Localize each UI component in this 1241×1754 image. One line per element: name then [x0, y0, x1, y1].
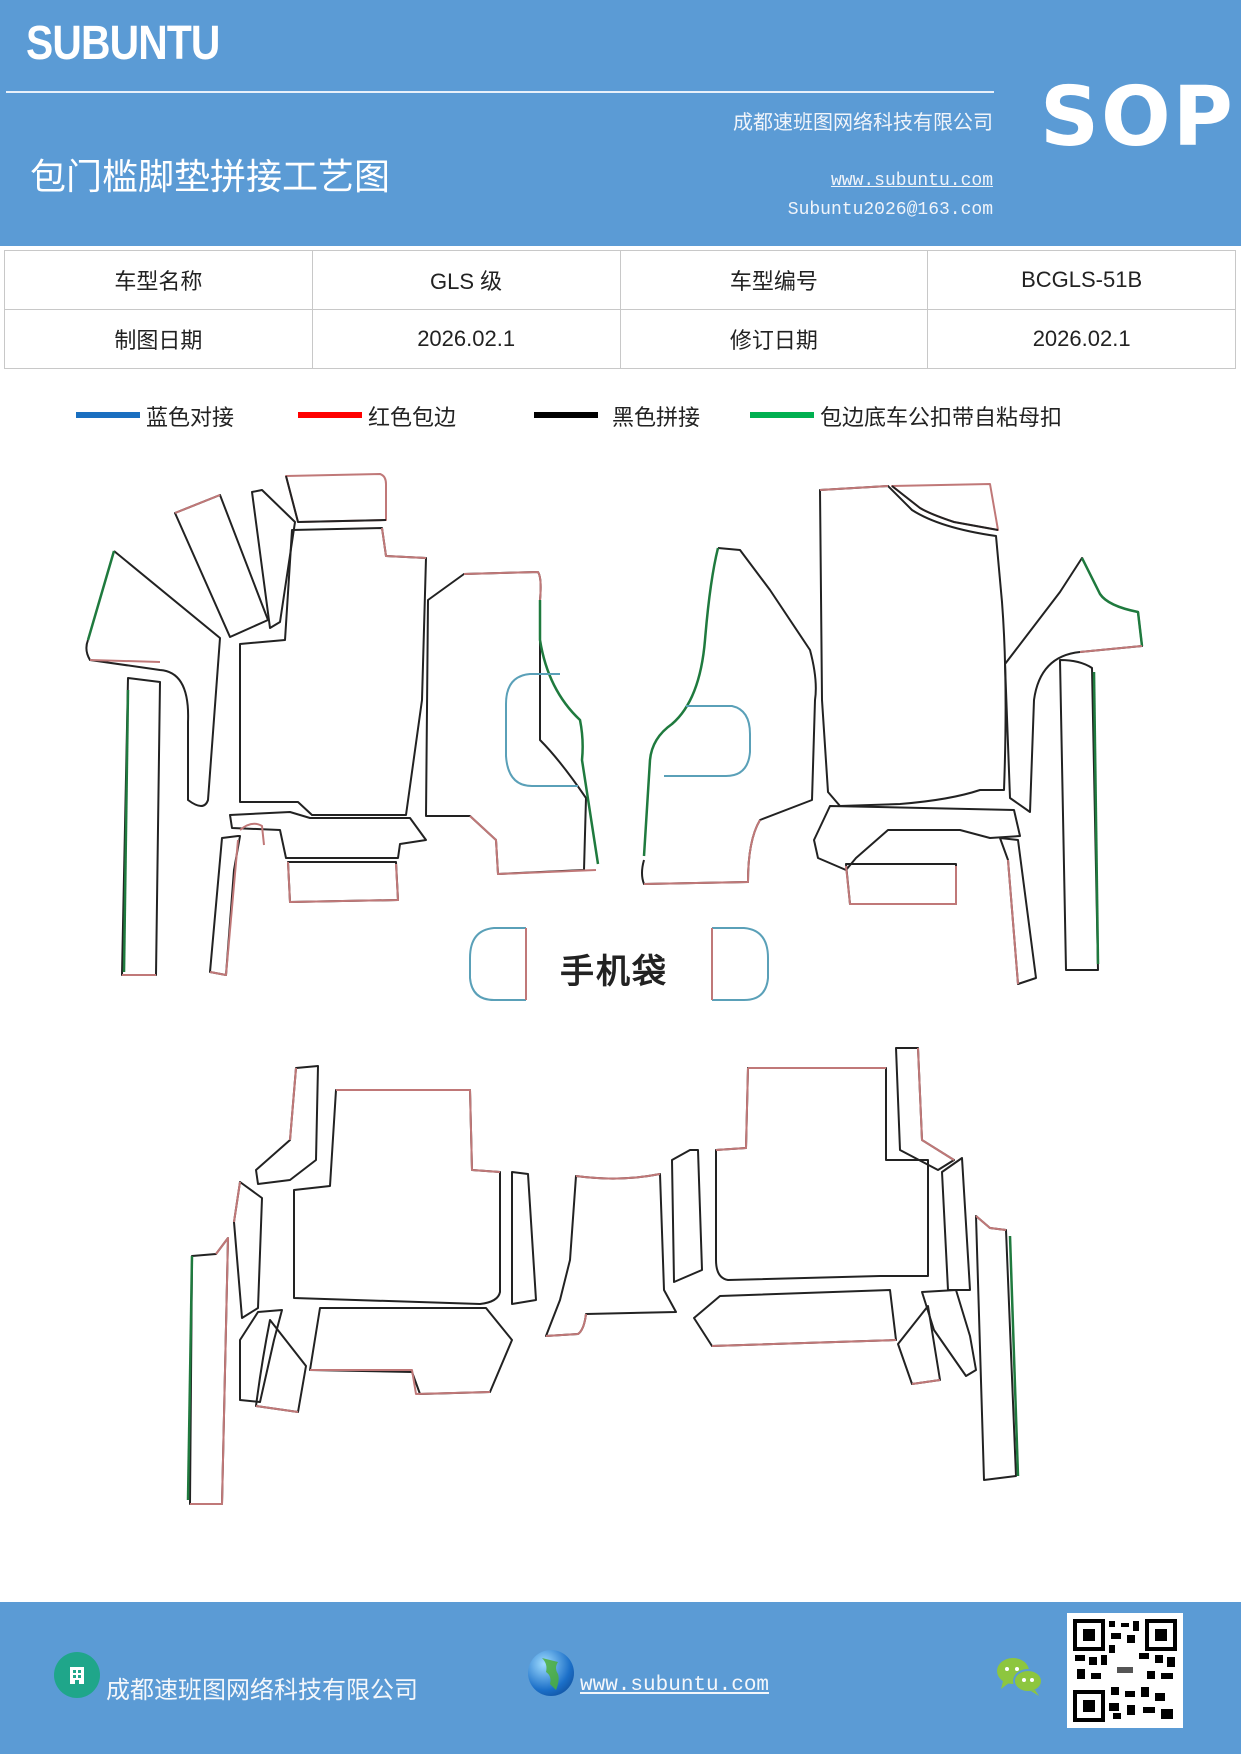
table-row: 车型名称 GLS 级 车型编号 BCGLS-51B: [4, 250, 1236, 310]
line-legend: 蓝色对接 红色包边 黑色拼接 包边底车公扣带自粘母扣: [0, 404, 1241, 444]
legend-item-green: 包边底车公扣带自粘母扣: [750, 404, 1062, 434]
green-line-swatch: [750, 412, 814, 418]
phone-pocket-group: [469, 927, 769, 1001]
rear-center-mat-group: [545, 1149, 703, 1337]
brand-logo: SUBUNTU: [26, 17, 220, 70]
rear-right-mat-group: [693, 1047, 1020, 1481]
draw-date-value: 2026.02.1: [311, 309, 621, 369]
legend-label: 红色包边: [368, 406, 457, 431]
blue-line-swatch: [76, 412, 140, 418]
wechat-icon: [995, 1654, 1045, 1698]
draw-date-label: 制图日期: [4, 309, 313, 369]
legend-label: 包边底车公扣带自粘母扣: [820, 406, 1063, 431]
legend-item-red: 红色包边: [298, 404, 456, 434]
front-right-mat-group: [641, 483, 1144, 985]
legend-label: 黑色拼接: [612, 406, 701, 431]
red-line-swatch: [298, 412, 362, 418]
phone-pocket-label: 手机袋: [560, 952, 668, 992]
legend-item-blue: 蓝色对接: [76, 404, 234, 434]
model-code-label: 车型编号: [619, 250, 929, 310]
legend-label: 蓝色对接: [146, 406, 235, 431]
globe-icon: [528, 1650, 574, 1696]
model-name-value: GLS 级: [311, 250, 621, 310]
building-icon: [54, 1652, 100, 1698]
footer-website-link[interactable]: www.subuntu.com: [580, 1674, 770, 1697]
legend-item-black: 黑色拼接: [534, 404, 700, 434]
model-code-value: BCGLS-51B: [927, 250, 1236, 310]
header-website-link[interactable]: www.subuntu.com: [830, 171, 993, 191]
revision-date-value: 2026.02.1: [927, 309, 1236, 369]
table-row: 制图日期 2026.02.1 修订日期 2026.02.1: [4, 309, 1236, 369]
qr-code: [1067, 1613, 1183, 1728]
document-title: 包门槛脚垫拼接工艺图: [30, 157, 391, 198]
revision-date-label: 修订日期: [619, 309, 929, 369]
vehicle-info-table: 车型名称 GLS 级 车型编号 BCGLS-51B 制图日期 2026.02.1…: [4, 250, 1236, 369]
rear-left-mat-group: [186, 1065, 537, 1505]
header-banner: SUBUNTU 包门槛脚垫拼接工艺图 成都速班图网络科技有限公司 www.sub…: [0, 0, 1241, 246]
floor-mat-diagram: [85, 473, 1144, 1505]
header-email: Subuntu2026@163.com: [787, 200, 993, 220]
footer-company-name: 成都速班图网络科技有限公司: [106, 1676, 418, 1704]
footer-banner: 成都速班图网络科技有限公司 www.subuntu.com: [0, 1602, 1241, 1754]
header-company-name: 成都速班图网络科技有限公司: [733, 110, 993, 134]
model-name-label: 车型名称: [4, 250, 313, 310]
sop-badge: SOP: [1040, 70, 1235, 165]
front-left-mat-group: [85, 473, 600, 976]
black-line-swatch: [534, 412, 598, 418]
header-divider: [6, 91, 994, 93]
